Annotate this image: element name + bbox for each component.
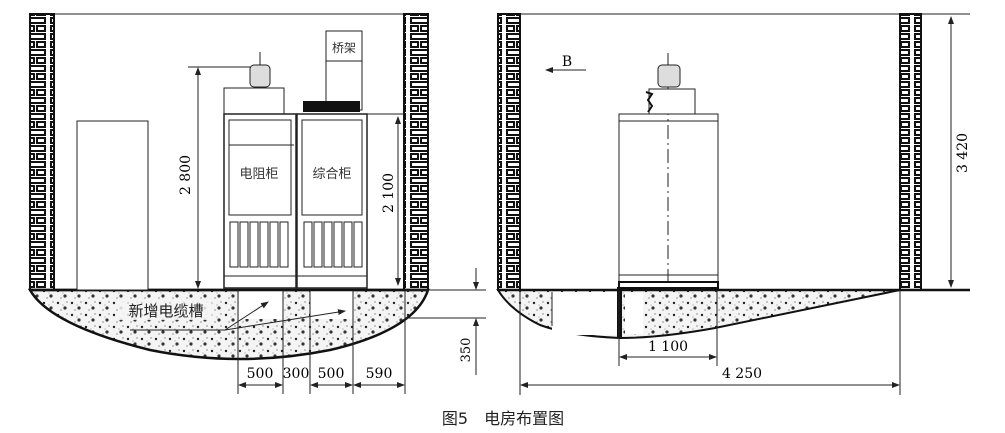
dim-label-2100: 2 100: [381, 173, 397, 213]
right-view: B 3 420 1 100 4 250: [496, 13, 971, 395]
left-brick-wall: [497, 13, 521, 291]
integrated-cabinet: 桥架 综合柜: [296, 30, 404, 289]
direction-label-b: B: [562, 54, 572, 70]
dim-label-width-2: 300: [283, 366, 310, 382]
vent-slots: [229, 221, 289, 268]
cable-trench-1: [239, 291, 283, 319]
new-cable-trench-label: 新增电缆槽: [128, 302, 203, 320]
motor-icon: [657, 64, 681, 88]
cable-tray-block: [303, 101, 360, 112]
cabinet-side: [618, 53, 719, 289]
figure-caption: 图5 电房布置图: [442, 409, 564, 428]
dim-label-1100: 1 100: [648, 339, 688, 355]
dim-label-4250: 4 250: [722, 366, 762, 382]
dim-widths: 500 300 500 590: [237, 290, 406, 394]
vent-slots: [303, 221, 363, 268]
cable-bridge-label: 桥架: [332, 41, 356, 55]
dim-label-3420: 3 420: [955, 133, 971, 173]
dim-label-width-1: 500: [247, 366, 274, 382]
right-brick-wall: [403, 13, 429, 291]
dim-label-2800: 2 800: [178, 155, 194, 195]
dim-label-width-3: 500: [318, 366, 345, 382]
dim-label-width-4: 590: [366, 366, 393, 382]
concrete-foundation: [27, 288, 430, 361]
left-brick-wall: [29, 13, 55, 291]
left-view: 电阻柜 桥架 综合柜 2 800 2 100: [27, 13, 486, 394]
dim-350: 350: [405, 268, 486, 375]
resistor-cabinet-label: 电阻柜: [239, 167, 278, 182]
leader-arrow-1: [224, 301, 269, 331]
resistor-cabinet: 电阻柜: [188, 52, 297, 289]
door-frame: [76, 120, 149, 291]
right-brick-wall: [899, 13, 922, 291]
cable-trench: [552, 292, 618, 335]
motor-icon: [249, 64, 271, 88]
cable-trench-2: [310, 291, 353, 319]
integrated-cabinet-label: 综合柜: [312, 167, 351, 182]
dim-label-350: 350: [459, 338, 474, 363]
leader-arrow-2: [224, 309, 346, 331]
